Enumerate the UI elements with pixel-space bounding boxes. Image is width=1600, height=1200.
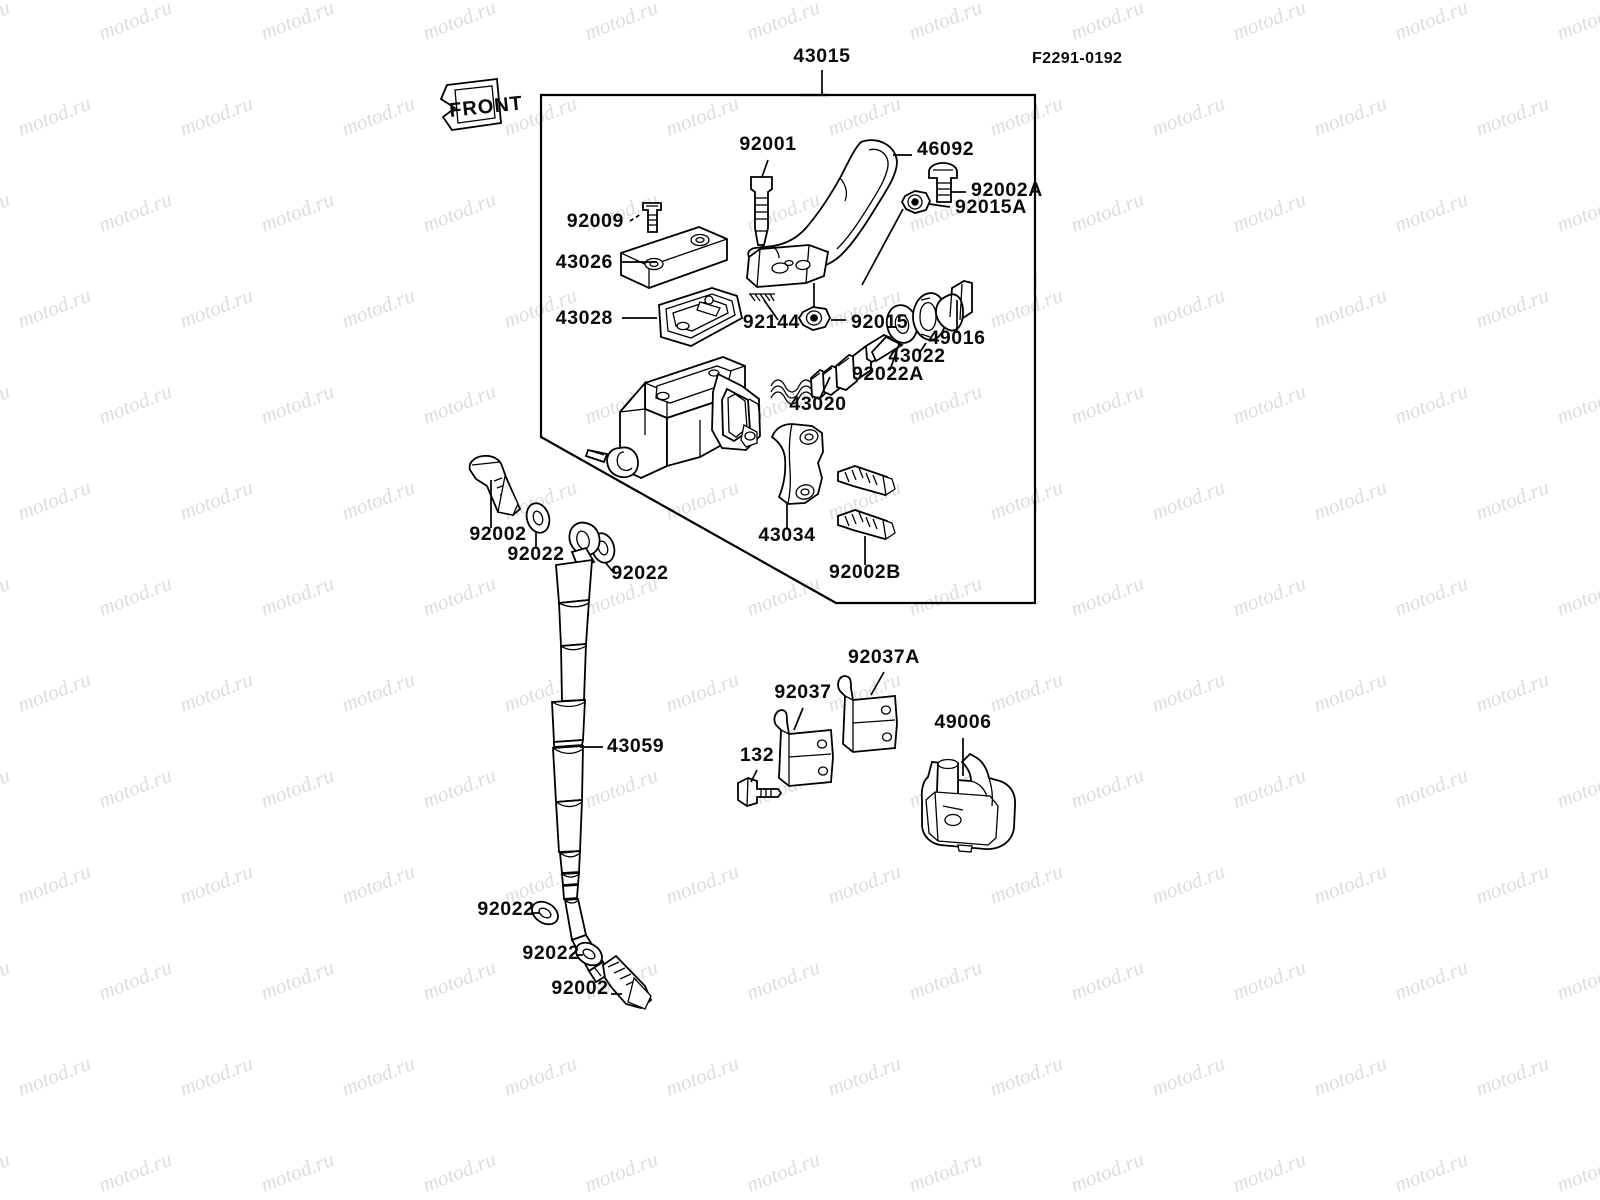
part-number-label-92037: 92037 — [774, 681, 831, 703]
part-92022-washer-lower-right — [575, 941, 603, 967]
part-number-label-92009: 92009 — [567, 210, 624, 232]
part-number-label-92015: 92015 — [851, 311, 908, 333]
part-92015-nut — [797, 283, 846, 331]
part-number-label-92144: 92144 — [743, 311, 800, 333]
part-43028-diaphragm — [622, 287, 744, 347]
part-number-label-43028: 43028 — [556, 307, 613, 329]
part-number-label-92022-b: 92022 — [611, 562, 668, 584]
part-92002A-bolt — [928, 162, 966, 203]
part-number-label-92022-a: 92022 — [507, 543, 564, 565]
part-92022-washer-lower-left — [531, 900, 559, 926]
assembly-boundary-43015 — [539, 70, 1037, 605]
part-number-label-43022: 43022 — [888, 345, 945, 367]
part-92002B-bolts — [837, 465, 896, 565]
part-number-label-92001: 92001 — [739, 133, 796, 155]
part-92009-screw — [629, 202, 662, 233]
part-92015A-nut — [861, 190, 951, 286]
part-number-label-92002-b: 92002 — [551, 977, 608, 999]
part-43026-cap — [620, 226, 728, 289]
part-92002-banjo-bolt-upper — [468, 454, 522, 528]
part-49016-boot — [935, 280, 973, 333]
part-92022-washer-upper-left — [525, 502, 551, 549]
part-number-label-92022-c: 92022 — [477, 898, 534, 920]
part-43059-brake-hose — [551, 521, 611, 984]
bolt-lower — [837, 509, 896, 541]
part-number-label-49016: 49016 — [928, 327, 985, 349]
part-43020-piston — [770, 333, 904, 405]
part-number-label-132: 132 — [740, 744, 774, 766]
part-number-label-92002: 92002 — [469, 523, 526, 545]
part-number-label-92022A: 92022A — [852, 363, 924, 385]
part-number-label-43034: 43034 — [758, 524, 815, 546]
bolt-upper — [837, 465, 896, 497]
sheet-code: F2291-0192 — [1032, 50, 1122, 67]
part-92001-pivot-bolt — [750, 159, 773, 277]
part-92144-spring — [749, 293, 779, 321]
part-49006-joint — [920, 738, 1016, 853]
part-132-bolt — [737, 769, 783, 807]
part-number-label-92022-d: 92022 — [522, 942, 579, 964]
part-number-label-92002B: 92002B — [829, 561, 901, 583]
part-92022A-washer — [885, 304, 919, 371]
part-number-label-43015: 43015 — [793, 45, 850, 67]
part-46092-brake-lever — [746, 139, 912, 288]
part-number-label-92002A: 92002A — [971, 179, 1043, 201]
part-master-cylinder-body — [584, 356, 761, 479]
part-92037A-clamp — [837, 671, 898, 753]
part-number-label-92037A: 92037A — [848, 646, 920, 668]
part-92037-clamp — [773, 707, 834, 787]
part-number-label-43020: 43020 — [789, 393, 846, 415]
part-43034-clamp-holder — [770, 423, 824, 528]
part-number-label-43026: 43026 — [556, 251, 613, 273]
part-number-label-46092: 46092 — [917, 138, 974, 160]
part-number-label-49006: 49006 — [934, 711, 991, 733]
part-number-label-92015A: 92015A — [955, 196, 1027, 218]
part-92002-banjo-bolt-lower — [602, 954, 653, 1010]
front-direction-marker: FRONT — [439, 77, 524, 131]
part-number-label-43059: 43059 — [607, 735, 664, 757]
